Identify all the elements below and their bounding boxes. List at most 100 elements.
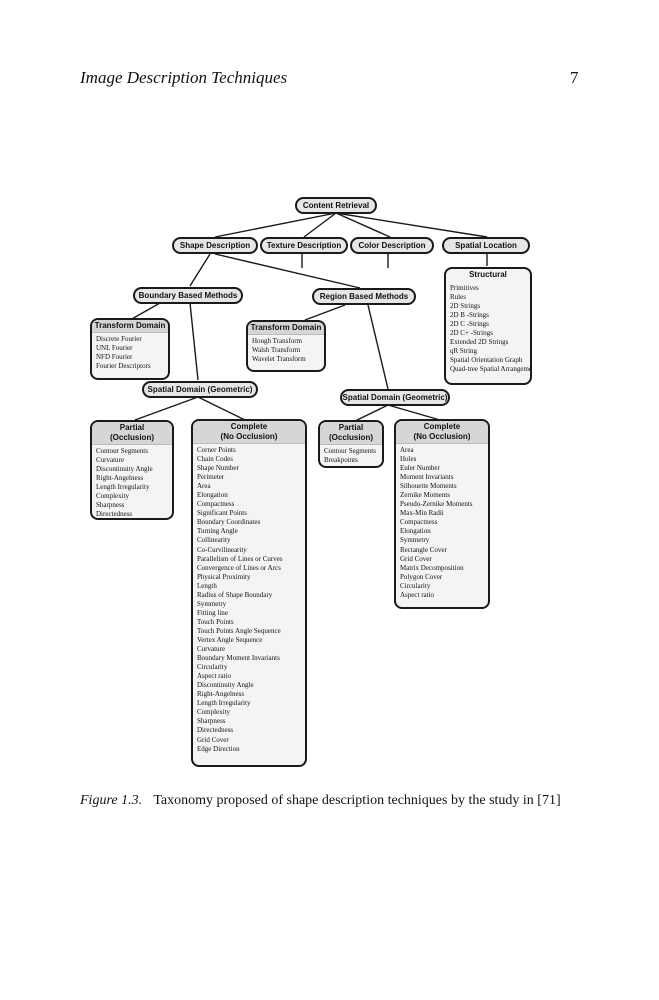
list-item: Sharpness — [197, 717, 226, 726]
list-item: Perimeter — [197, 473, 225, 482]
edge-boundary-transform — [129, 302, 161, 321]
list-item: Silhouette Moments — [400, 482, 457, 491]
figure-caption-text: Taxonomy proposed of shape description t… — [153, 793, 561, 808]
list-item: Zernike Moments — [400, 491, 450, 500]
partial-item: Right-Angelness — [96, 474, 144, 483]
structural-title: Structural — [469, 270, 507, 279]
list-item: Significant Points — [197, 509, 247, 518]
list-item: Area — [197, 482, 211, 491]
list-item: Collinearity — [197, 536, 231, 545]
list-item: Matrix Decomposition — [400, 563, 464, 572]
list-item: Complexity — [197, 708, 231, 717]
structural-item: Spatial Orientation Graph — [450, 356, 523, 364]
partial-item: Curvature — [96, 456, 124, 465]
transform-item: Discrete Fourier — [96, 335, 142, 343]
edge-shape-boundary — [189, 253, 211, 287]
partial-item: Complexity — [96, 492, 130, 501]
list-item: Parallelism of Lines or Curves — [197, 554, 283, 563]
boundary-based-methods-node: Boundary Based Methods — [133, 287, 243, 304]
transform-domain-title: Transform Domain — [248, 322, 324, 335]
edge-shape-region — [214, 253, 361, 289]
edge-root-shape — [214, 212, 337, 238]
complete-title: Complete (No Occlusion) — [396, 421, 488, 444]
list-item: Shape Number — [197, 464, 239, 473]
edge-spatialb-complete — [197, 396, 246, 421]
transform-item: Hough Transform — [252, 337, 302, 345]
list-item: Boundary Moment Invariants — [197, 654, 280, 663]
partial-title-line2: (Occlusion) — [328, 433, 373, 442]
list-item: Vertex Angle Sequence — [197, 635, 263, 644]
transform-item: UNL Fourier — [96, 344, 133, 353]
structural-item: Primitives — [450, 284, 479, 292]
figure-label: Figure 1.3. — [80, 793, 143, 808]
list-item: Length — [197, 581, 217, 590]
list-item: Touch Points — [197, 617, 234, 626]
partial-item: Breakpoints — [324, 456, 358, 465]
list-item: Physical Proximity — [197, 572, 251, 581]
partial-title-line1: Partial — [338, 423, 364, 432]
partial-occlusion-boundary-box: Partial (Occlusion) Contour Segments Cur… — [90, 420, 174, 520]
edge-spatialb-partial — [134, 396, 199, 421]
structural-item: Quad-tree Spatial Arrangement — [450, 365, 532, 373]
edge-spatialr-complete — [387, 404, 441, 421]
list-item: Moment Invariants — [400, 473, 454, 482]
list-item: Polygon Cover — [400, 572, 443, 581]
list-item: Radius of Shape Boundary — [197, 590, 273, 599]
list-item: Aspect ratio — [400, 590, 435, 599]
transform-domain-boundary-box: Transform Domain Discrete Fourier UNL Fo… — [90, 318, 170, 380]
partial-title: Partial (Occlusion) — [320, 422, 382, 445]
list-item: Corner Points — [197, 446, 236, 454]
list-item: Grid Cover — [197, 735, 229, 744]
list-item: Circularity — [400, 581, 431, 590]
list-item: Edge Direction — [197, 744, 240, 753]
structural-item: Extended 2D Strings — [450, 338, 509, 346]
partial-item: Discontinuity Angle — [96, 465, 153, 474]
list-item: Convergence of Lines or Arcs — [197, 563, 281, 572]
partial-occlusion-region-box: Partial (Occlusion) Contour Segments Bre… — [318, 420, 384, 468]
list-item: Holes — [400, 455, 417, 464]
transform-domain-region-box: Transform Domain Hough Transform Walsh T… — [246, 320, 326, 372]
list-item: Co-Curvilinearity — [197, 545, 247, 554]
complete-title-line1: Complete — [423, 422, 461, 431]
list-item: Compactness — [197, 500, 235, 509]
transform-item: NFD Fourier — [96, 353, 133, 362]
list-item: Grid Cover — [400, 554, 432, 563]
list-item: Boundary Coordinates — [197, 518, 261, 527]
spatial-domain-boundary-node: Spatial Domain (Geometric) — [142, 381, 258, 398]
partial-item: Directedness — [96, 510, 133, 519]
partial-title-line2: (Occlusion) — [109, 433, 154, 442]
structural-item: 2D C+ -Strings — [450, 329, 493, 337]
complete-title-line2: (No Occlusion) — [413, 432, 471, 441]
edge-boundary-spatial — [189, 302, 199, 381]
list-item: Curvature — [197, 645, 225, 654]
color-description-node: Color Description — [350, 237, 434, 254]
list-item: Symmetry — [400, 536, 430, 545]
list-item: Euler Number — [400, 464, 440, 473]
transform-item: Wavelet Transform — [252, 355, 306, 364]
list-item: Aspect ratio — [197, 672, 232, 681]
edge-root-texture — [303, 212, 337, 238]
list-item: Elongation — [197, 491, 228, 500]
structural-item: 2D B -Strings — [450, 311, 489, 319]
list-item: Pseudo-Zernike Moments — [400, 500, 473, 509]
list-item: Compactness — [400, 518, 438, 527]
partial-title-line1: Partial — [119, 423, 145, 432]
list-item: Right-Angelness — [197, 690, 245, 699]
edge-spatialr-partial — [352, 404, 389, 423]
list-item: Area — [400, 446, 414, 454]
list-item: Length Irregularity — [197, 699, 251, 708]
partial-title: Partial (Occlusion) — [92, 422, 172, 445]
running-title: Image Description Techniques — [80, 68, 288, 87]
complete-title-line2: (No Occlusion) — [220, 432, 278, 441]
complete-title: Complete (No Occlusion) — [193, 421, 305, 444]
partial-item: Contour Segments — [96, 447, 148, 455]
edge-region-transform — [304, 304, 346, 321]
structural-item: Rules — [450, 293, 466, 301]
transform-domain-title: Transform Domain — [92, 320, 168, 333]
edge-region-spatial — [367, 304, 389, 390]
list-item: Max-Min Radii — [400, 509, 444, 518]
edge-root-color — [335, 212, 391, 238]
